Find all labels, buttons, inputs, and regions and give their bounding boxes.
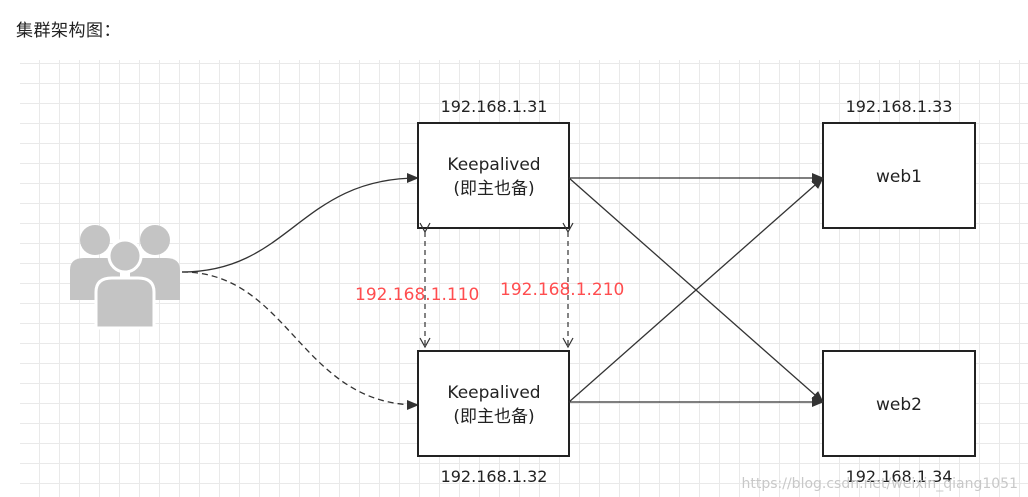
node-web2 — [822, 350, 976, 457]
node-keepalived-2-title: Keepalived — [447, 383, 540, 403]
page-title: 集群架构图： — [16, 21, 121, 41]
node-keepalived-1-subtitle: (即主也备) — [453, 179, 534, 199]
node-web1-ip: 192.168.1.33 — [846, 97, 953, 116]
vip-label-2: 192.168.1.210 — [500, 280, 624, 300]
edge-ka2-web1 — [568, 177, 824, 403]
vip-label-1: 192.168.1.110 — [355, 285, 479, 305]
edge-users-ka1 — [181, 173, 419, 273]
watermark-text: https://blog.csdn.net/weixin_qiang1051 — [742, 476, 1019, 492]
node-keepalived-2 — [417, 350, 570, 457]
node-web1-label: web1 — [876, 167, 922, 187]
node-keepalived-1-ip: 192.168.1.31 — [441, 97, 548, 116]
node-web2-label: web2 — [876, 395, 922, 415]
node-keepalived-1 — [417, 122, 570, 229]
node-keepalived-1-title: Keepalived — [447, 155, 540, 175]
node-web2-ip: 192.168.1.34 — [846, 467, 953, 486]
node-keepalived-2-ip: 192.168.1.32 — [441, 467, 548, 486]
node-web1 — [822, 122, 976, 229]
users-group-icon — [70, 225, 180, 330]
node-keepalived-2-subtitle: (即主也备) — [453, 407, 534, 427]
